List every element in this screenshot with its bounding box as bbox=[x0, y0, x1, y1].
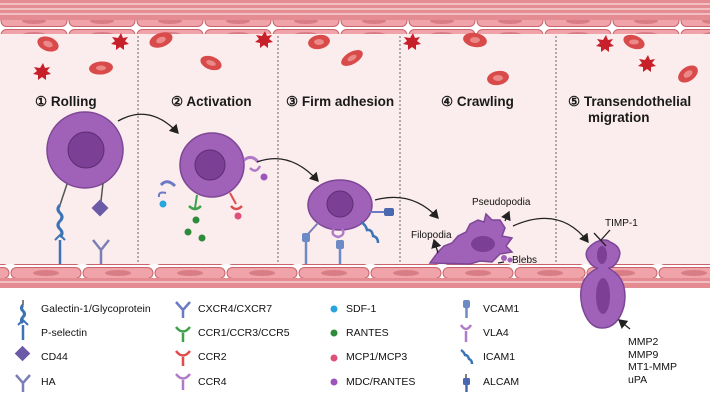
protease-mmp2: MMP2 bbox=[628, 336, 659, 348]
filopodia-label: Filopodia bbox=[411, 230, 452, 241]
protease-mt1-mmp: MT1-MMP bbox=[628, 361, 677, 373]
legend-galectin: Galectin-1/Glycoprotein bbox=[41, 303, 151, 315]
crawling-leukocyte bbox=[428, 212, 514, 265]
legend-vla4: VLA4 bbox=[483, 327, 509, 339]
legend-icam1: ICAM1 bbox=[483, 351, 516, 363]
legend-cxcr4: CXCR4/CXCR7 bbox=[198, 303, 273, 315]
legend-vcam1: VCAM1 bbox=[483, 303, 520, 315]
legend-ccr4: CCR4 bbox=[198, 376, 227, 388]
protease-mmp9: MMP9 bbox=[628, 348, 659, 361]
endothelium-bottom bbox=[0, 264, 710, 278]
stage-label-rolling: ① Rolling bbox=[35, 94, 97, 109]
legend-ccr2: CCR2 bbox=[198, 351, 227, 363]
timp-label: TIMP-1 bbox=[605, 218, 638, 229]
legend-ccr1: CCR1/CCR3/CCR5 bbox=[198, 327, 290, 339]
legend-cd44: CD44 bbox=[41, 351, 68, 363]
endothelium-top bbox=[0, 20, 710, 34]
legend-mcp: MCP1/MCP3 bbox=[346, 351, 408, 363]
legend-alcam: ALCAM bbox=[483, 376, 520, 388]
legend-icons bbox=[14, 300, 474, 392]
adhering-leukocyte bbox=[302, 179, 394, 264]
protease-list: MMP2 MMP9 MT1-MMP uPA bbox=[628, 336, 677, 386]
stage-dividers bbox=[137, 36, 557, 262]
legend-mdc: MDC/RANTES bbox=[346, 376, 416, 388]
vessel-bottom-wall bbox=[0, 278, 710, 288]
legend-sdf1: SDF-1 bbox=[346, 303, 377, 315]
stage-label-activation: ② Activation bbox=[171, 94, 252, 109]
stage-label-crawling: ④ Crawling bbox=[441, 94, 514, 109]
rolling-leukocyte bbox=[46, 111, 124, 264]
migrating-leukocyte bbox=[580, 239, 626, 329]
legend-ha: HA bbox=[41, 376, 56, 388]
stage-label-firm-adhesion: ③ Firm adhesion bbox=[286, 94, 395, 109]
legend-p-selectin: P-selectin bbox=[41, 327, 88, 339]
platelets bbox=[33, 31, 656, 80]
protease-upa: uPA bbox=[628, 373, 648, 386]
stage-label-migration-line2: migration bbox=[588, 110, 650, 125]
timp-inhibition bbox=[593, 229, 611, 247]
blebs-label: Blebs bbox=[512, 255, 538, 266]
transition-arrows bbox=[117, 113, 631, 330]
legend-rantes: RANTES bbox=[346, 327, 389, 339]
stage-label-migration: ⑤ Transendothelial bbox=[568, 94, 692, 109]
activating-leukocyte bbox=[157, 132, 268, 242]
vessel-top-wall bbox=[0, 0, 710, 20]
pseudopodia-label: Pseudopodia bbox=[472, 197, 531, 208]
